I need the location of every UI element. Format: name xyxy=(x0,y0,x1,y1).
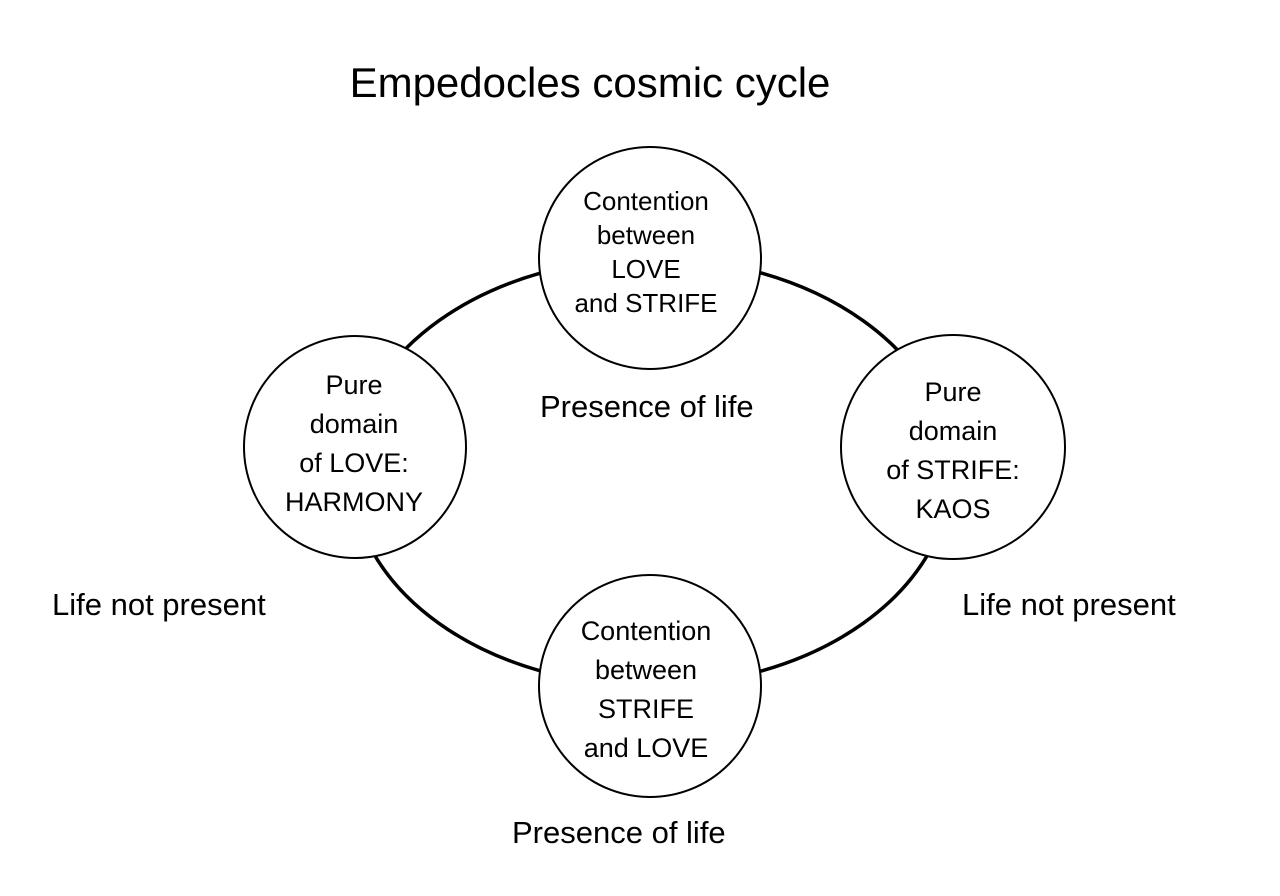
node-bottom-line: between xyxy=(594,655,698,685)
node-bottom-line: STRIFE xyxy=(597,694,694,724)
node-top-line: and STRIFE xyxy=(574,288,718,318)
diagram-title: Empedocles cosmic cycle xyxy=(349,59,831,106)
node-left-text: Pure domain of LOVE: HARMONY xyxy=(244,366,464,522)
life-not-present-left-label: Life not present xyxy=(52,587,266,622)
node-bottom-line: and LOVE xyxy=(583,733,709,763)
node-right-text: Pure domain of STRIFE: KAOS xyxy=(843,373,1063,529)
node-bottom-circle xyxy=(538,574,762,798)
node-top-line: between xyxy=(596,220,696,250)
node-right-circle xyxy=(840,334,1066,560)
node-right-line: of STRIFE: xyxy=(886,455,1020,485)
node-right-line: KAOS xyxy=(915,494,991,524)
life-not-present-right-label: Life not present xyxy=(962,587,1176,622)
node-left-line: of LOVE: xyxy=(299,448,409,478)
node-left-line: HARMONY xyxy=(284,487,423,517)
presence-of-life-bottom-label: Presence of life xyxy=(512,815,726,850)
node-left-circle xyxy=(243,335,467,559)
node-top-text: Contention between LOVE and STRIFE xyxy=(536,184,756,320)
node-right-line: Pure xyxy=(924,377,982,407)
node-bottom-text: Contention between STRIFE and LOVE xyxy=(536,612,756,768)
node-top-line: LOVE xyxy=(611,254,681,284)
node-left-line: domain xyxy=(309,409,399,439)
node-bottom-line: Contention xyxy=(580,616,712,646)
node-top-line: Contention xyxy=(583,186,709,216)
node-left-line: Pure xyxy=(325,370,383,400)
presence-of-life-top-label: Presence of life xyxy=(540,389,754,424)
node-right-line: domain xyxy=(908,416,998,446)
node-top-circle xyxy=(538,146,762,370)
